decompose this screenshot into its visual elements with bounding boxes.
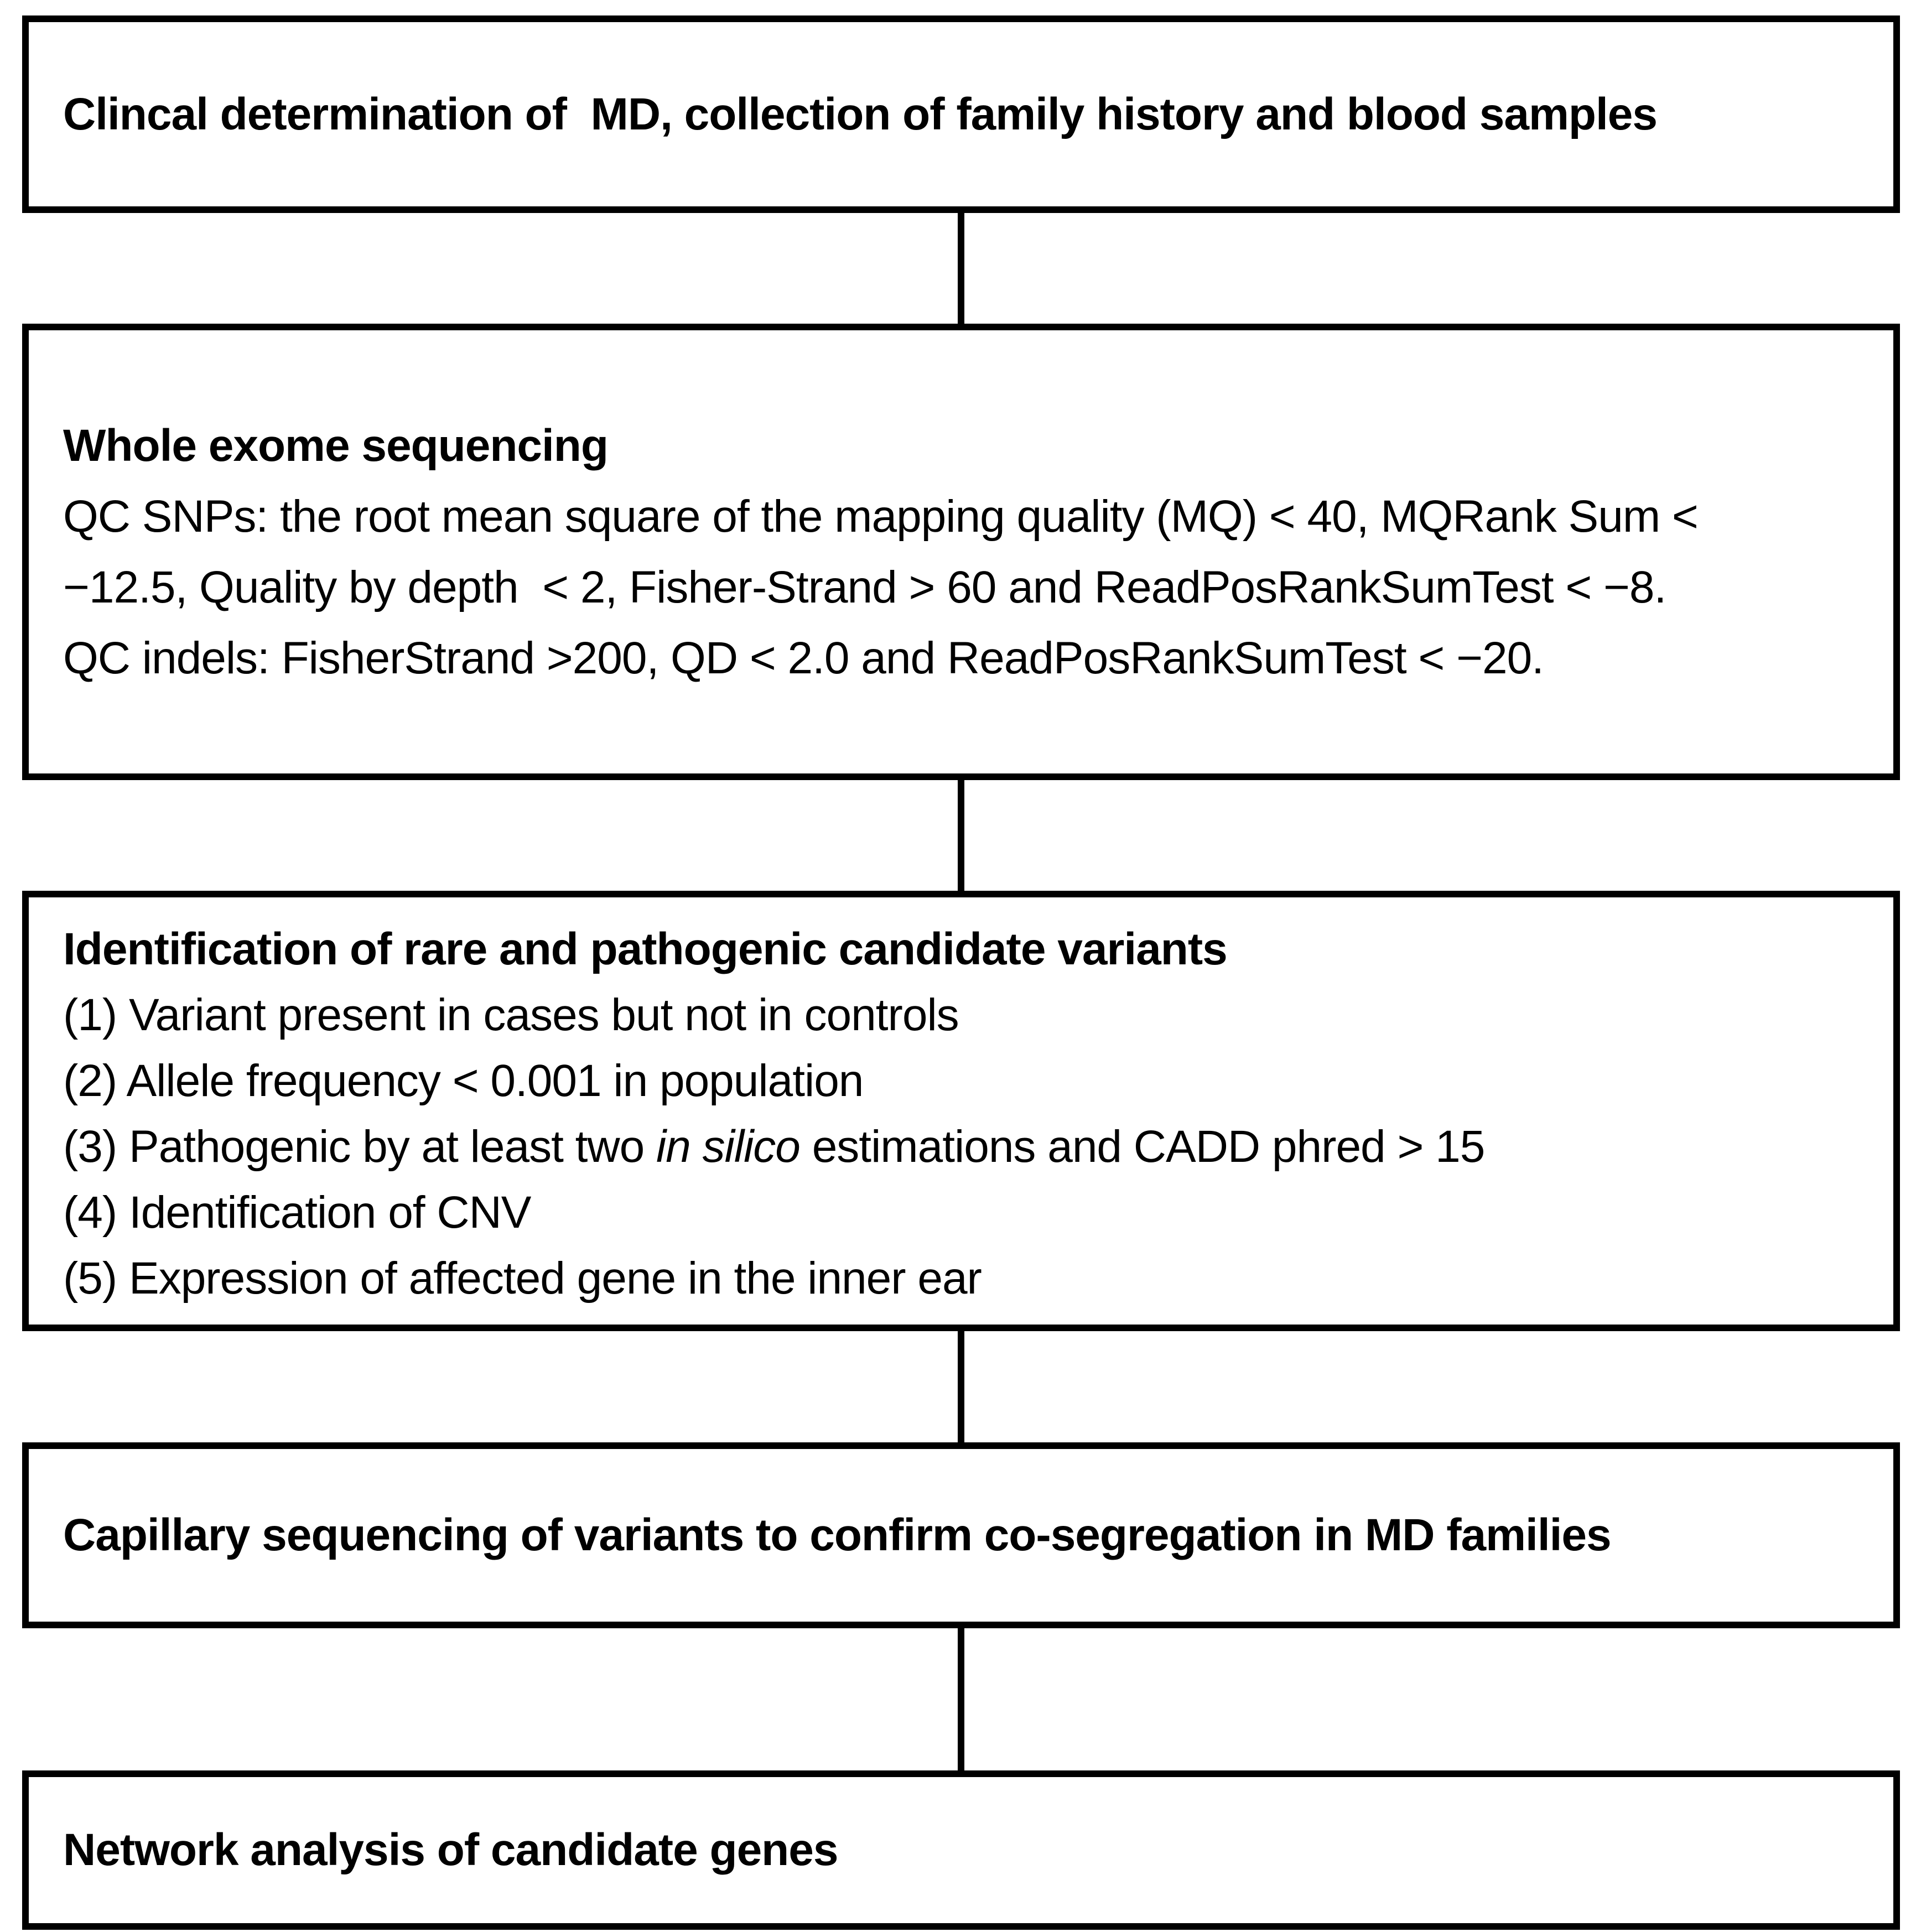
box-line-qc-snps: QC SNPs: the root mean square of the map… — [63, 491, 1699, 542]
box-title: Network analysis of candidate genes — [63, 1825, 838, 1875]
box-item-2: (2) Allele frequency < 0.001 in populati… — [63, 1056, 864, 1106]
box-item-1: (1) Variant present in cases but not in … — [63, 990, 959, 1040]
box-item-3: (3) Pathogenic by at least two in silico… — [63, 1114, 1859, 1180]
connector-line-2 — [958, 780, 964, 891]
box-line-qc-snps-continued: −12.5, Quality by depth < 2, Fisher-Stra… — [63, 562, 1666, 612]
flowchart-box-identification-variants: Identification of rare and pathogenic ca… — [22, 891, 1900, 1331]
connector-line-3 — [958, 1331, 964, 1442]
box-title: Identification of rare and pathogenic ca… — [63, 924, 1228, 974]
box-item-5: (5) Expression of affected gene in the i… — [63, 1253, 982, 1303]
box-title: Clincal determination of MD, collection … — [63, 89, 1658, 139]
box-item-3-prefix: (3) Pathogenic by at least two — [63, 1121, 657, 1172]
connector-line-4 — [958, 1628, 964, 1770]
flowchart-box-capillary-sequencing: Capillary sequencing of variants to conf… — [22, 1442, 1900, 1628]
box-title: Whole exome sequencing — [63, 420, 609, 471]
box-line-qc-indels: QC indels: FisherStrand >200, QD < 2.0 a… — [63, 632, 1544, 683]
box-item-3-in-silico: in silico — [656, 1121, 801, 1172]
flowchart-box-clinical-determination: Clincal determination of MD, collection … — [22, 15, 1900, 213]
box-item-4: (4) Identification of CNV — [63, 1187, 532, 1238]
box-item-3-suffix: estimations and CADD phred > 15 — [799, 1121, 1486, 1172]
box-title: Capillary sequencing of variants to conf… — [63, 1510, 1612, 1560]
flowchart-box-whole-exome-sequencing: Whole exome sequencing QC SNPs: the root… — [22, 324, 1900, 780]
connector-line-1 — [958, 213, 964, 324]
flowchart-box-network-analysis: Network analysis of candidate genes — [22, 1770, 1900, 1930]
